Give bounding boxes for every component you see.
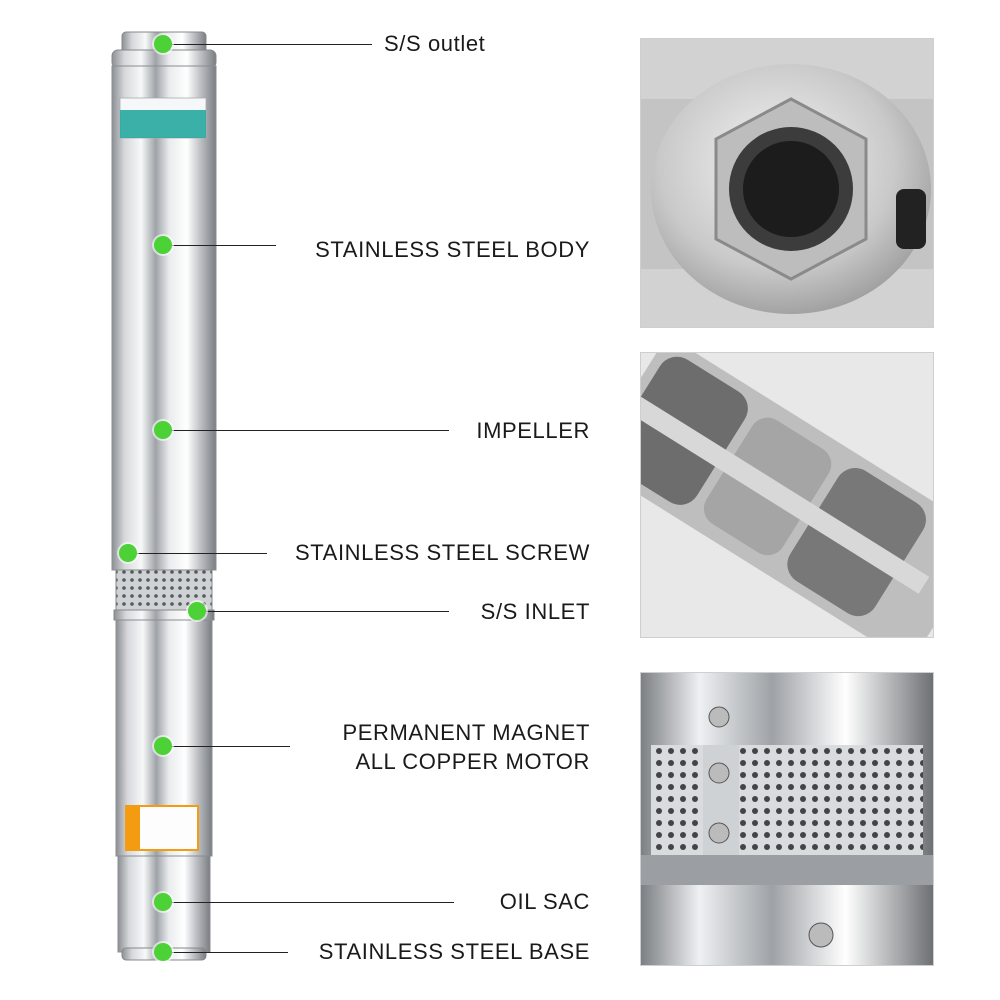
label-motor-line2: ALL COPPER MOTOR xyxy=(355,749,590,774)
label-oil: OIL SAC xyxy=(499,889,590,914)
label-base: STAINLESS STEEL BASE xyxy=(318,939,590,964)
leader-screw xyxy=(128,553,267,554)
dot-body xyxy=(154,236,172,254)
leader-body xyxy=(163,245,276,246)
label-motor-line1: PERMANENT MAGNET xyxy=(342,720,590,745)
dot-base xyxy=(154,943,172,961)
leader-impeller xyxy=(163,430,449,431)
label-outlet: S/S outlet xyxy=(384,31,486,56)
dot-screw xyxy=(119,544,137,562)
detail-outlet-photo xyxy=(640,38,934,328)
dot-outlet xyxy=(154,35,172,53)
leader-motor xyxy=(163,746,290,747)
leader-oil xyxy=(163,902,454,903)
leader-inlet xyxy=(197,611,449,612)
label-screw: STAINLESS STEEL SCREW xyxy=(294,540,590,565)
label-impeller: IMPELLER xyxy=(476,418,590,443)
label-body: STAINLESS STEEL BODY xyxy=(315,237,590,262)
label-inlet: S/S INLET xyxy=(480,599,590,624)
leader-base xyxy=(163,952,288,953)
dot-motor xyxy=(154,737,172,755)
dot-oil xyxy=(154,893,172,911)
dot-inlet xyxy=(188,602,206,620)
detail-inlet-photo xyxy=(640,672,934,966)
submersible-pump-image xyxy=(111,31,217,961)
leader-outlet xyxy=(163,44,372,45)
dot-impeller xyxy=(154,421,172,439)
detail-impeller-photo xyxy=(640,352,934,638)
